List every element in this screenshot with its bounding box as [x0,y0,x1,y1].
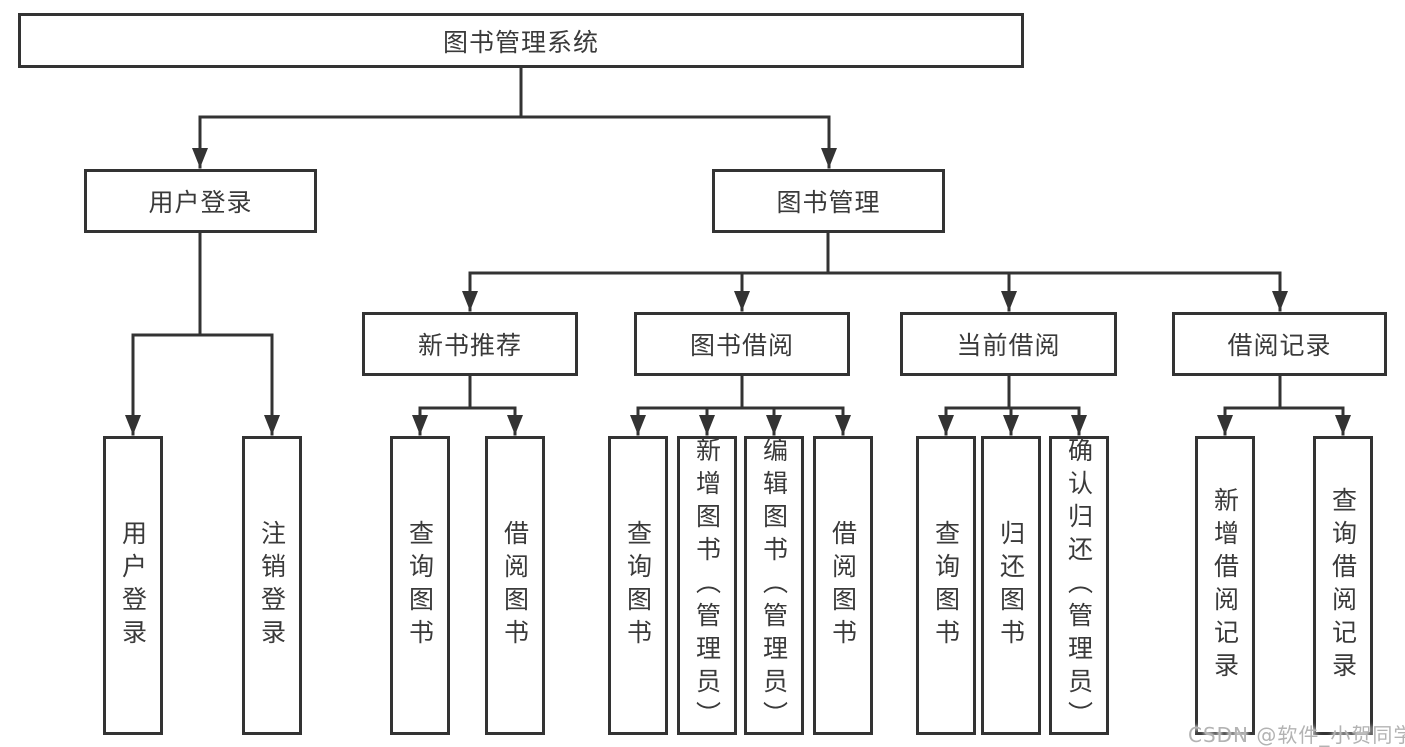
leaf-return-books: 归还图书 [981,436,1041,735]
leaf-query-books-borrow: 查询图书 [608,436,668,735]
leaf-borrow-books-label: 借阅图书 [828,519,858,652]
leaf-logout: 注销登录 [242,436,302,735]
leaf-query-books-current: 查询图书 [916,436,976,735]
leaf-user-login: 用户登录 [103,436,163,735]
leaf-edit-books-admin: 编辑图书（管理员） [744,436,804,735]
leaf-logout-label: 注销登录 [257,519,287,652]
leaf-borrow-books-recommend: 借阅图书 [485,436,545,735]
leaf-edit-books-admin-label: 编辑图书（管理员） [759,437,789,734]
node-borrowing-records: 借阅记录 [1172,312,1387,376]
leaf-add-books-admin: 新增图书（管理员） [677,436,737,735]
leaf-query-borrow-record: 查询借阅记录 [1313,436,1373,735]
node-book-borrowing: 图书借阅 [634,312,850,376]
leaf-user-login-label: 用户登录 [118,519,148,652]
leaf-confirm-return-admin-label: 确认归还（管理员） [1064,437,1094,734]
leaf-query-books-borrow-label: 查询图书 [623,519,653,652]
csdn-watermark: CSDN @软件_小贺同学 [1188,723,1405,747]
leaf-query-books-current-label: 查询图书 [931,519,961,652]
leaf-add-borrow-record-label: 新增借阅记录 [1210,486,1240,685]
leaf-query-books-recommend: 查询图书 [390,436,450,735]
node-book-management: 图书管理 [712,169,945,233]
leaf-query-books-recommend-label: 查询图书 [405,519,435,652]
leaf-borrow-books: 借阅图书 [813,436,873,735]
node-library-management-system: 图书管理系统 [18,13,1024,68]
leaf-add-books-admin-label: 新增图书（管理员） [692,437,722,734]
leaf-confirm-return-admin: 确认归还（管理员） [1049,436,1109,735]
leaf-add-borrow-record: 新增借阅记录 [1195,436,1255,735]
node-new-book-recommendation: 新书推荐 [362,312,578,376]
leaf-borrow-books-recommend-label: 借阅图书 [500,519,530,652]
node-user-login: 用户登录 [84,169,317,233]
leaf-return-books-label: 归还图书 [996,519,1026,652]
node-current-borrowing: 当前借阅 [900,312,1117,376]
leaf-query-borrow-record-label: 查询借阅记录 [1328,486,1358,685]
